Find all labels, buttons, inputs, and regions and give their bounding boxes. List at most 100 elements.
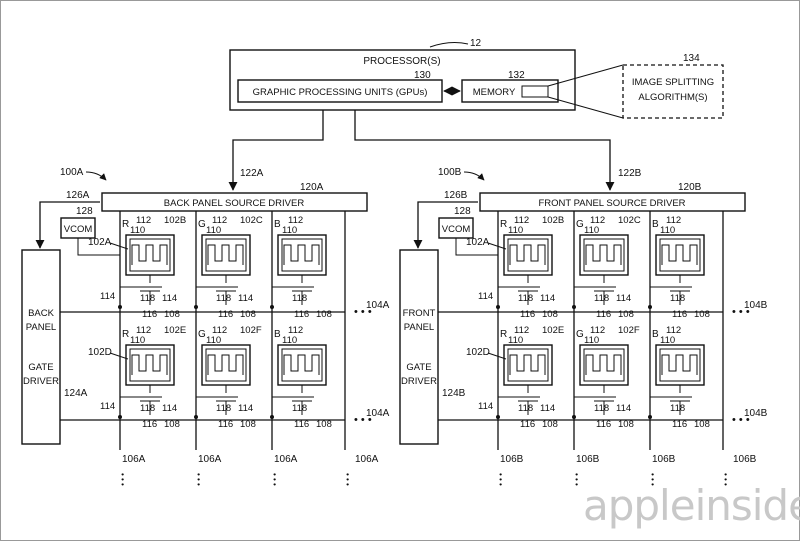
ref-116: 116 [672, 419, 687, 430]
ref-110: 110 [206, 225, 221, 236]
panel-ref: 100A [60, 167, 84, 178]
vcom-label: VCOM [442, 224, 471, 235]
pixel-electrode-box [125, 234, 175, 276]
ref-118: 118 [140, 403, 155, 414]
column-ellipsis: • • • [194, 473, 203, 486]
processor-title: PROCESSOR(S) [363, 56, 440, 67]
ref-116: 116 [218, 309, 233, 320]
ref-112: 112 [288, 215, 303, 226]
ref-114: 114 [616, 293, 631, 304]
ref-114-left: 114 [100, 291, 115, 302]
subpixel-color-label: R [500, 329, 507, 340]
gate-driver-line-3: GATE [406, 362, 431, 373]
ref-118: 118 [292, 293, 307, 304]
bus-ref: 122B [618, 168, 642, 179]
ref-118: 118 [140, 293, 155, 304]
subpixel-color-label: G [198, 329, 206, 340]
pixel-ref-left: 102D [466, 347, 490, 358]
gate-driver-line-1: BACK [28, 308, 55, 319]
ref-118: 118 [594, 293, 609, 304]
ref-116: 116 [520, 419, 535, 430]
subpixel-color-label: G [576, 329, 584, 340]
ref-118: 118 [216, 293, 231, 304]
row-ellipsis: • • • [354, 306, 372, 318]
ref-114-left: 114 [478, 401, 493, 412]
column-ellipsis: • • • [496, 473, 505, 486]
ref-118: 118 [292, 403, 307, 414]
pixel-ref: 102C [618, 215, 641, 226]
ref-118: 118 [518, 293, 533, 304]
ref-108: 108 [618, 309, 634, 320]
ref-116: 116 [142, 309, 157, 320]
column-ellipsis: • • • [270, 473, 279, 486]
source-driver-ref: 120A [300, 182, 324, 193]
gate-driver-box [21, 249, 61, 445]
ref-116: 116 [294, 309, 309, 320]
ref-116: 116 [596, 419, 611, 430]
column-line-ref: 106A [122, 454, 146, 465]
algorithm-ref: 134 [683, 53, 700, 64]
ref-116: 116 [520, 309, 535, 320]
ref-110: 110 [130, 335, 145, 346]
pixel-ref: 102E [164, 325, 186, 336]
gate-driver-line-4: DRIVER [401, 376, 437, 387]
column-line-ref: 106A [355, 454, 379, 465]
ref-118: 118 [594, 403, 609, 414]
ref-114: 114 [162, 293, 177, 304]
gate-driver-ref: 124A [64, 388, 88, 399]
ref-114-left: 114 [100, 401, 115, 412]
subpixel-color-label: G [198, 219, 206, 230]
row-line-ref: 104B [744, 300, 768, 311]
vcom-box-ref: 128 [76, 206, 93, 217]
source-driver-label: BACK PANEL SOURCE DRIVER [164, 198, 305, 209]
memory-ref: 132 [508, 70, 525, 81]
column-line-ref: 106B [500, 454, 524, 465]
row-line-ref: 104A [366, 300, 390, 311]
ref-108: 108 [316, 419, 332, 430]
row-line-ref: 104B [744, 408, 768, 419]
pixel-ref: 102E [542, 325, 564, 336]
bus-to-back-panel [228, 110, 324, 191]
algorithm-slot [521, 85, 549, 98]
pixel-electrode-box [655, 344, 705, 386]
ref-110: 110 [660, 225, 675, 236]
ref-112: 112 [514, 215, 529, 226]
ref-110: 110 [282, 225, 297, 236]
vcom-label: VCOM [64, 224, 93, 235]
memory-label: MEMORY [473, 87, 516, 98]
ref-110: 110 [508, 335, 523, 346]
pixel-electrode-box [655, 234, 705, 276]
ref-118: 118 [518, 403, 533, 414]
ref-116: 116 [218, 419, 233, 430]
subpixel-color-label: B [274, 329, 281, 340]
ref-114: 114 [238, 293, 253, 304]
subpixel-color-label: G [576, 219, 584, 230]
gpu-box [237, 79, 443, 103]
algorithm-line-2: ALGORITHM(S) [638, 92, 707, 103]
image-splitting-algorithm-box [622, 64, 724, 119]
ref-112: 112 [590, 325, 605, 336]
processor-block: PROCESSOR(S) 12 GRAPHIC PROCESSING UNITS… [228, 38, 724, 191]
bus-ref: 122A [240, 168, 264, 179]
ref-114: 114 [162, 403, 177, 414]
column-ellipsis: • • • [721, 473, 730, 486]
ref-108: 108 [542, 419, 558, 430]
ref-112: 112 [212, 325, 227, 336]
ref-114-left: 114 [478, 291, 493, 302]
ref-112: 112 [288, 325, 303, 336]
pixel-electrode-box [503, 344, 553, 386]
gate-driver-box [399, 249, 439, 445]
ref-110: 110 [130, 225, 145, 236]
ref-108: 108 [694, 419, 710, 430]
subpixel-color-label: R [122, 219, 129, 230]
ref-118: 118 [670, 403, 685, 414]
ref-118: 118 [216, 403, 231, 414]
